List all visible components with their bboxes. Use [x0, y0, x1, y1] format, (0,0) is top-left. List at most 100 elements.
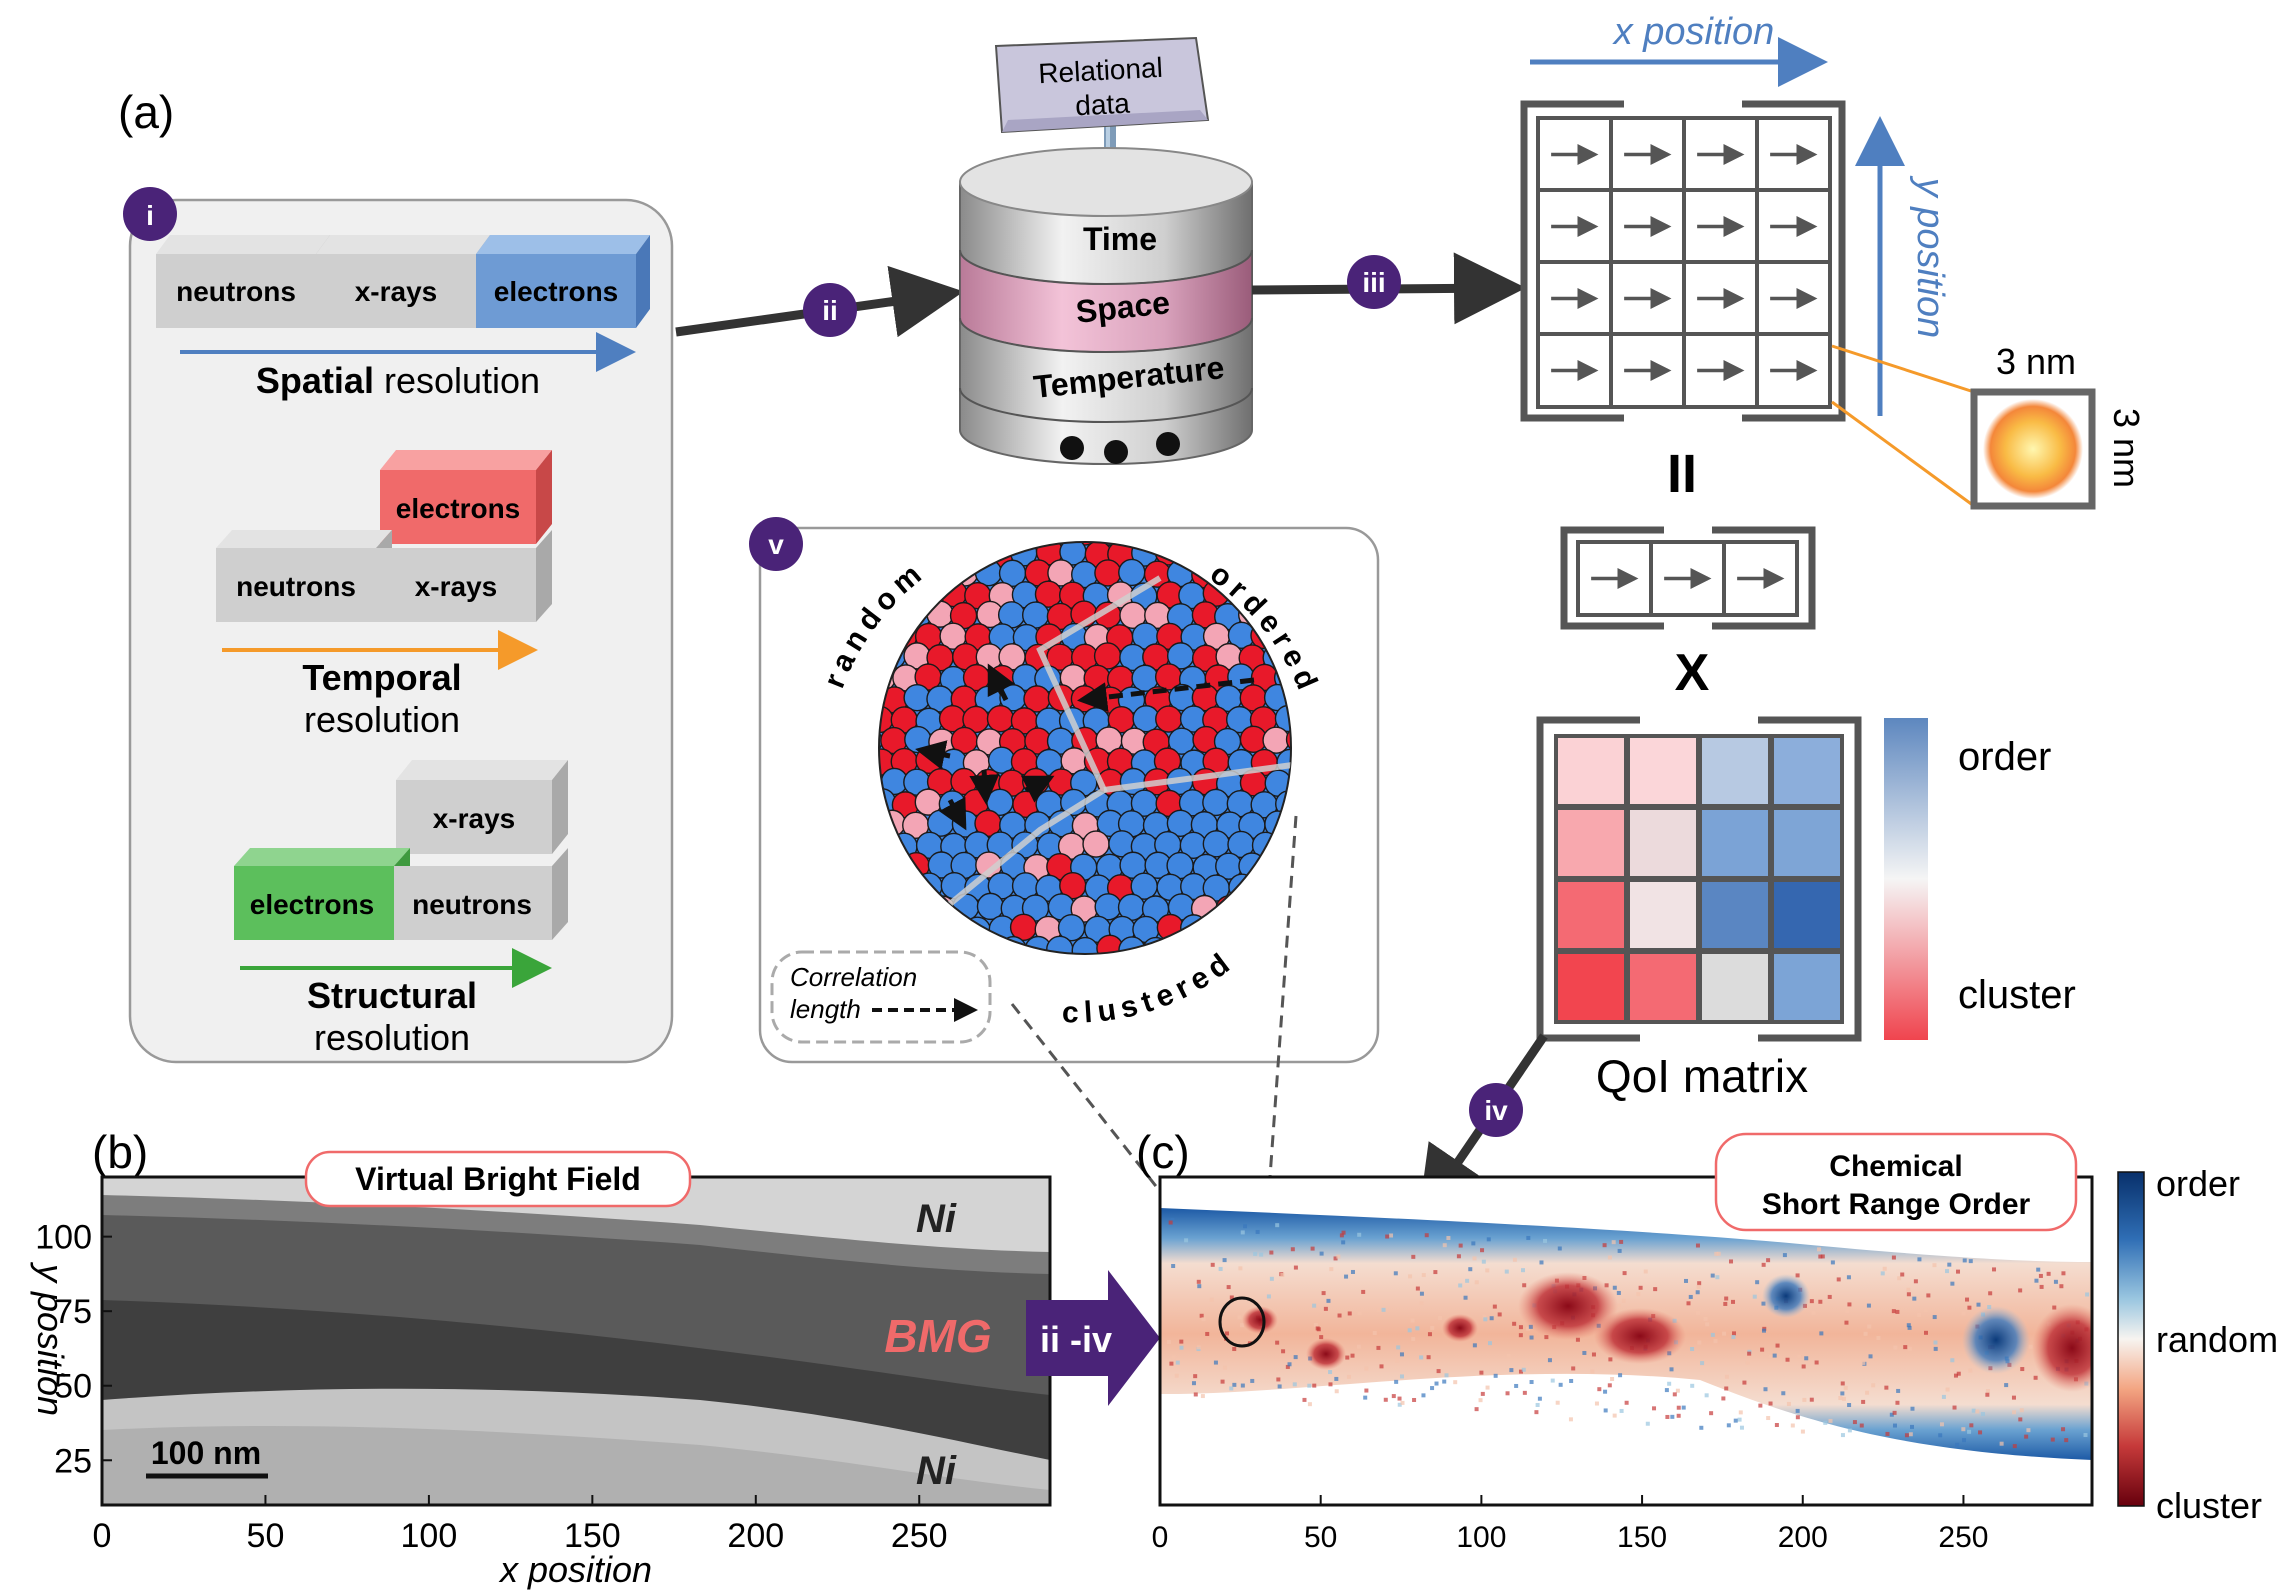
sro-speckle — [1226, 1285, 1231, 1290]
sro-speckle — [1453, 1380, 1458, 1385]
sro-speckle — [1761, 1301, 1766, 1306]
sro-speckle — [1196, 1345, 1201, 1350]
sro-speckle — [1775, 1343, 1780, 1348]
sro-speckle — [1539, 1260, 1544, 1265]
sro-speckle — [1616, 1290, 1621, 1295]
sro-speckle — [1334, 1376, 1339, 1381]
sro-speckle — [1421, 1273, 1426, 1278]
sro-speckle — [1891, 1255, 1896, 1260]
sro-speckle — [1537, 1396, 1542, 1401]
qoi-cell — [1554, 806, 1628, 880]
sro-speckle — [1840, 1381, 1845, 1386]
database-icon — [959, 36, 1253, 465]
sro-speckle — [1458, 1283, 1463, 1288]
step-i-badge — [123, 187, 177, 241]
sro-speckle — [1797, 1354, 1802, 1359]
sro-speckle — [1393, 1271, 1398, 1276]
sro-speckle — [1357, 1232, 1362, 1237]
sro-speckle — [1485, 1268, 1490, 1273]
sro-speckle — [1865, 1390, 1870, 1395]
qoi-legend-cluster: cluster — [1958, 973, 2076, 1017]
sro-speckle — [1760, 1347, 1765, 1352]
qoi-cell — [1626, 950, 1700, 1024]
sro-speckle — [1906, 1323, 1911, 1328]
sro-speckle — [1220, 1379, 1225, 1384]
transform-arrow — [1026, 1270, 1160, 1406]
sro-speckle — [1871, 1383, 1876, 1388]
sro-speckle — [1721, 1396, 1726, 1401]
sro-speckle — [1509, 1368, 1514, 1373]
sro-speckle — [1768, 1354, 1773, 1359]
sro-speckle — [1653, 1287, 1658, 1292]
database-layer-time: Time — [1083, 221, 1157, 257]
sro-speckle — [1389, 1233, 1394, 1238]
sro-speckle — [1312, 1383, 1317, 1388]
sro-speckle — [1419, 1355, 1424, 1360]
qoi-legend-order: order — [1958, 735, 2051, 779]
sro-speckle — [1397, 1396, 1402, 1401]
sro-speckle — [1427, 1332, 1432, 1337]
sro-speckle — [1695, 1290, 1700, 1295]
zoom-line-bottom — [1831, 400, 1975, 508]
qoi-cell — [1698, 878, 1772, 952]
sro-speckle — [2012, 1444, 2017, 1449]
bright-field-image — [102, 1177, 1050, 1505]
step-iii-text: iii — [1362, 267, 1385, 298]
sro-speckle — [1483, 1317, 1488, 1322]
temporal-xrays: x-rays — [415, 571, 498, 602]
sro-speckle — [2018, 1288, 2023, 1293]
sro-speckle — [1397, 1402, 1402, 1407]
sro-speckle — [1411, 1337, 1416, 1342]
sro-speckle — [1714, 1251, 1719, 1256]
sro-speckle — [1621, 1298, 1626, 1303]
sro-speckle — [1892, 1423, 1897, 1428]
sro-speckle — [1612, 1413, 1617, 1418]
sro-speckle — [1557, 1246, 1562, 1251]
times-sign: X — [1675, 644, 1710, 702]
x-tick-label: 50 — [247, 1517, 285, 1555]
sro-speckle — [1809, 1397, 1814, 1402]
sro-speckle — [1205, 1331, 1210, 1336]
sro-speckle — [1814, 1360, 1819, 1365]
sro-speckle — [1809, 1299, 1814, 1304]
sro-speckle — [1229, 1386, 1234, 1391]
qoi-matrix — [1536, 716, 1862, 1042]
transform-arrow-label: ii -iv — [1040, 1319, 1112, 1360]
sro-speckle — [1844, 1320, 1849, 1325]
sro-speckle — [1688, 1294, 1693, 1299]
label-ni-top: Ni — [916, 1197, 957, 1241]
sro-speckle — [1933, 1346, 1938, 1351]
sro-speckle — [1603, 1408, 1608, 1413]
sro-speckle — [1703, 1316, 1708, 1321]
step-ii-badge — [803, 283, 857, 337]
sro-speckle — [1372, 1331, 1377, 1336]
sro-speckle — [1287, 1362, 1292, 1367]
sro-speckle — [1907, 1325, 1912, 1330]
sro-speckle — [1512, 1257, 1517, 1262]
qoi-cell — [1698, 806, 1772, 880]
sro-speckle — [1357, 1311, 1362, 1316]
sro-speckle — [1847, 1403, 1852, 1408]
sro-speckle — [1652, 1406, 1657, 1411]
sro-speckle — [2061, 1271, 2066, 1276]
sro-speckle — [1281, 1349, 1286, 1354]
sro-speckle — [1456, 1254, 1461, 1259]
sro-speckle — [2059, 1284, 2064, 1289]
sro-speckle — [1293, 1355, 1298, 1360]
sro-speckle — [1594, 1401, 1599, 1406]
sro-speckle — [1738, 1410, 1743, 1415]
sro-speckle — [1328, 1370, 1333, 1375]
sro-speckle — [1675, 1388, 1680, 1393]
bracket-right — [1712, 526, 1816, 630]
sro-speckle — [1505, 1391, 1510, 1396]
sro-speckle — [2085, 1292, 2090, 1297]
sro-speckle — [1880, 1271, 1885, 1276]
sro-speckle — [2039, 1284, 2044, 1289]
x-tick-label: 250 — [891, 1517, 948, 1555]
arrow-row — [1560, 526, 1816, 630]
sro-speckle — [1518, 1333, 1523, 1338]
sro-speckle — [1518, 1369, 1523, 1374]
sro-speckle — [1962, 1438, 1967, 1443]
sro-speckle — [1619, 1408, 1624, 1413]
sro-speckle — [1610, 1377, 1615, 1382]
